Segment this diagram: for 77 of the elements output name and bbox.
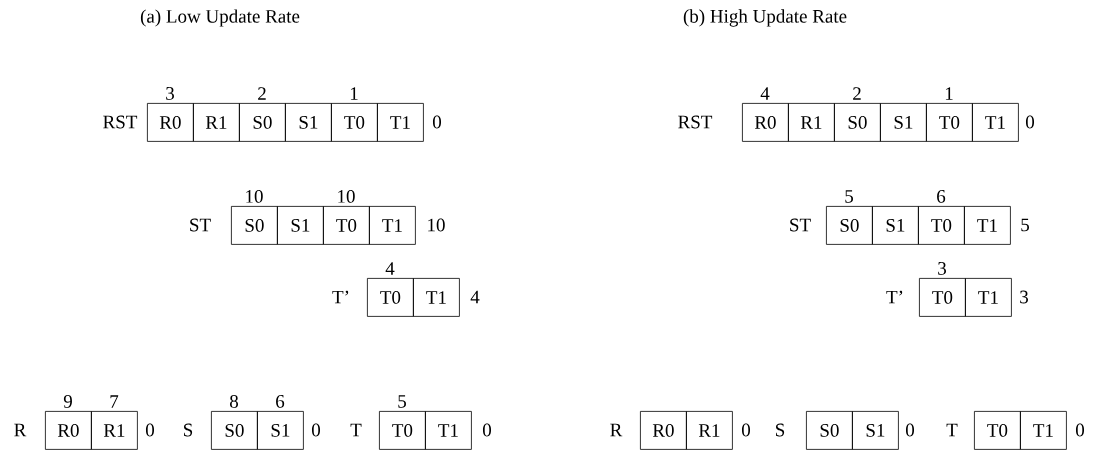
row-name: RST xyxy=(103,115,138,129)
count: 0 xyxy=(1076,423,1085,437)
cell: R1 xyxy=(193,103,240,142)
row-name: S xyxy=(184,423,193,437)
cell: T1 xyxy=(972,103,1019,142)
count: 0 xyxy=(1026,115,1035,129)
cell-value: 10 xyxy=(338,190,355,203)
cell: S0 xyxy=(231,206,278,245)
row-name: T xyxy=(350,423,362,437)
cell-value: 5 xyxy=(845,190,853,203)
cell-value: 7 xyxy=(110,395,119,408)
cell: S0 xyxy=(211,411,258,450)
cell-value: 4 xyxy=(385,262,395,275)
cell: S1 xyxy=(872,206,919,245)
cell: S0 xyxy=(826,206,873,245)
cell-value: 3 xyxy=(938,262,946,275)
row-name: T’ xyxy=(886,290,903,304)
count: 10 xyxy=(428,218,445,232)
cell: R0 xyxy=(147,103,194,142)
count: 0 xyxy=(145,423,154,437)
cell: T1 xyxy=(965,278,1012,317)
cell: R1 xyxy=(686,411,733,450)
cell: S1 xyxy=(852,411,899,450)
cell: T0 xyxy=(331,103,378,142)
count: 3 xyxy=(1020,290,1028,304)
cell: S0 xyxy=(239,103,286,142)
cell-value: 1 xyxy=(945,87,953,100)
panel-title: (a) Low Update Rate xyxy=(140,9,300,27)
count: 0 xyxy=(906,423,915,437)
cell-value: 6 xyxy=(276,395,285,408)
count: 0 xyxy=(433,115,441,129)
row-name: T xyxy=(946,423,958,437)
cell: T0 xyxy=(367,278,414,317)
cell: T1 xyxy=(964,206,1011,245)
cell-value: 1 xyxy=(350,87,358,100)
cell: T0 xyxy=(379,411,426,450)
cell: S1 xyxy=(880,103,927,142)
cell: S0 xyxy=(834,103,881,142)
count: 0 xyxy=(312,423,320,437)
row-name: RST xyxy=(678,115,713,129)
cell-value: 6 xyxy=(937,190,946,203)
count: 4 xyxy=(470,290,480,304)
cell-value: 8 xyxy=(229,395,238,408)
cell: T0 xyxy=(919,278,966,317)
row-name: ST xyxy=(190,218,211,232)
cell-value: 5 xyxy=(398,395,406,408)
cell: T1 xyxy=(1020,411,1067,450)
cell: T0 xyxy=(974,411,1021,450)
cell: T1 xyxy=(413,278,460,317)
cell: R1 xyxy=(788,103,835,142)
cell: T0 xyxy=(323,206,370,245)
row-name: R xyxy=(610,423,623,437)
panel-title: (b) High Update Rate xyxy=(683,9,847,27)
cell: T1 xyxy=(425,411,472,450)
cell: T0 xyxy=(926,103,973,142)
count: 5 xyxy=(1021,218,1029,232)
cell: R0 xyxy=(45,411,92,450)
cell: T1 xyxy=(377,103,424,142)
cell-value: 2 xyxy=(258,87,266,100)
cell: S1 xyxy=(277,206,324,245)
cell-value: 10 xyxy=(246,190,263,203)
cell: R0 xyxy=(640,411,687,450)
cell-value: 9 xyxy=(63,395,72,408)
cell: S0 xyxy=(806,411,853,450)
cell-value: 2 xyxy=(853,87,861,100)
cell-value: 3 xyxy=(166,87,174,100)
cell: T1 xyxy=(369,206,416,245)
row-name: T’ xyxy=(332,290,349,304)
cell: T0 xyxy=(918,206,965,245)
cell: R0 xyxy=(742,103,789,142)
cell: S1 xyxy=(257,411,304,450)
count: 0 xyxy=(742,423,751,437)
cell: R1 xyxy=(91,411,138,450)
row-name: S xyxy=(776,423,785,437)
cell: S1 xyxy=(285,103,332,142)
cell-value: 4 xyxy=(760,87,770,100)
row-name: R xyxy=(14,423,27,437)
